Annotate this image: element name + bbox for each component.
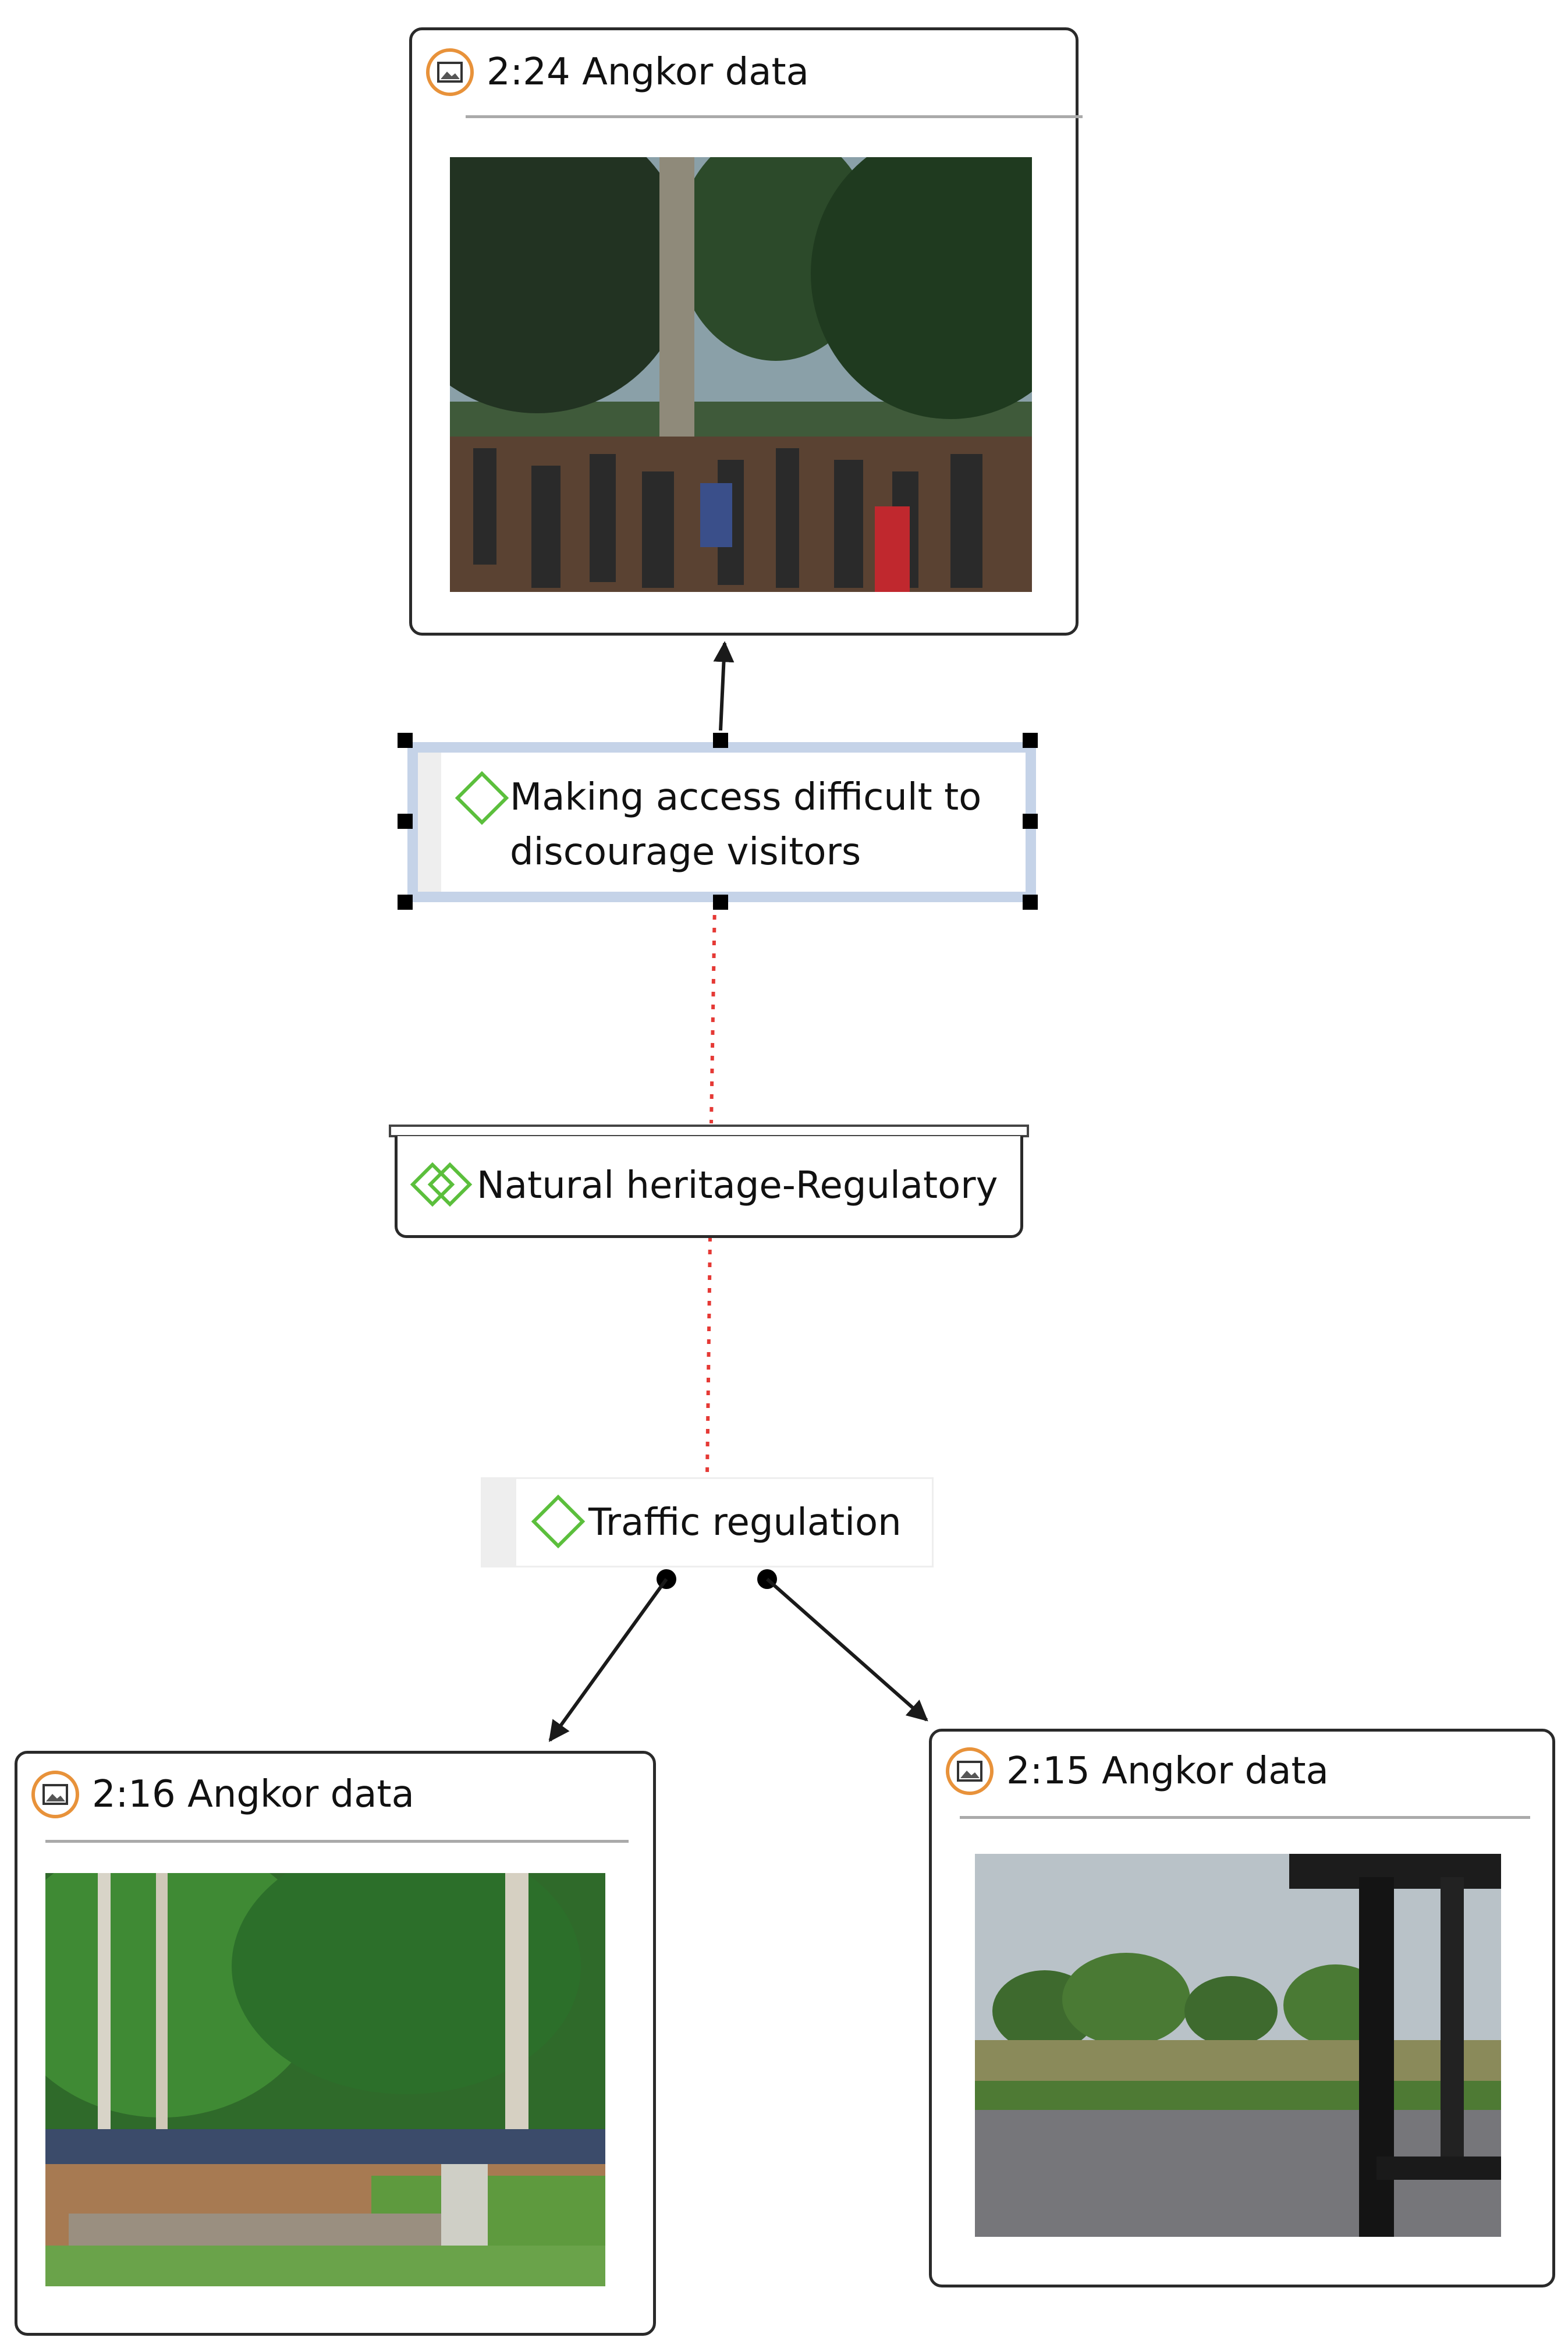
doc-node-divider <box>466 115 1083 118</box>
link-traffic-to-2-15[interactable] <box>766 1577 928 1722</box>
resize-handle-bottom[interactable] <box>713 895 728 910</box>
link-making-access-to-group[interactable] <box>709 902 716 1124</box>
link-making-access-to-2-24[interactable] <box>713 641 735 731</box>
doc-node-header: 2:15 Angkor data <box>946 1742 1538 1800</box>
code-group-body: Natural heritage-Regulatory <box>395 1136 1023 1238</box>
code-node-making-access[interactable]: Making access difficult to discourage vi… <box>407 742 1036 902</box>
photo-motorbikes-under-trees <box>45 1873 605 2286</box>
resize-handle-right[interactable] <box>1023 814 1038 829</box>
doc-node-header: 2:24 Angkor data <box>426 43 1062 101</box>
doc-node-divider <box>960 1816 1530 1819</box>
code-group-tab <box>389 1125 1029 1137</box>
code-label-line-1: Making access difficult to <box>510 776 982 819</box>
resize-handle-top-right[interactable] <box>1023 733 1038 748</box>
link-group-to-traffic[interactable] <box>705 1236 712 1476</box>
doc-node-title: 2:24 Angkor data <box>487 51 809 94</box>
doc-node-2-16[interactable]: 2:16 Angkor data <box>15 1751 656 2336</box>
code-group-node-natural-heritage[interactable]: Natural heritage-Regulatory <box>389 1125 1029 1238</box>
code-node-strip <box>418 753 441 892</box>
resize-handle-left[interactable] <box>398 814 413 829</box>
image-document-icon <box>946 1747 994 1795</box>
photo-road-and-field <box>975 1854 1501 2237</box>
resize-handle-top-left[interactable] <box>398 733 413 748</box>
resize-handle-bottom-left[interactable] <box>398 895 413 910</box>
code-group-double-diamond-icon <box>409 1161 473 1210</box>
doc-node-header: 2:16 Angkor data <box>31 1765 639 1824</box>
code-node-label: Traffic regulation <box>588 1501 902 1544</box>
image-document-icon <box>31 1771 79 1818</box>
doc-node-title: 2:15 Angkor data <box>1006 1750 1329 1793</box>
doc-node-divider <box>45 1840 629 1843</box>
code-node-strip <box>483 1479 516 1566</box>
doc-node-2-15[interactable]: 2:15 Angkor data <box>929 1729 1555 2287</box>
photo-crowd-under-trees <box>450 157 1032 592</box>
doc-node-2-24[interactable]: 2:24 Angkor data <box>409 27 1083 636</box>
resize-handle-top[interactable] <box>713 733 728 748</box>
image-document-icon <box>426 48 474 96</box>
code-node-traffic-regulation[interactable]: Traffic regulation <box>481 1477 934 1567</box>
doc-node-title: 2:16 Angkor data <box>92 1773 414 1816</box>
code-label-line-2: discourage visitors <box>510 831 861 874</box>
code-diamond-icon <box>530 1494 586 1552</box>
resize-handle-bottom-right[interactable] <box>1023 895 1038 910</box>
link-traffic-to-2-16[interactable] <box>548 1578 668 1742</box>
code-node-label: Making access difficult to discourage vi… <box>510 770 981 879</box>
code-diamond-icon <box>454 770 510 828</box>
code-group-label: Natural heritage-Regulatory <box>477 1164 998 1207</box>
